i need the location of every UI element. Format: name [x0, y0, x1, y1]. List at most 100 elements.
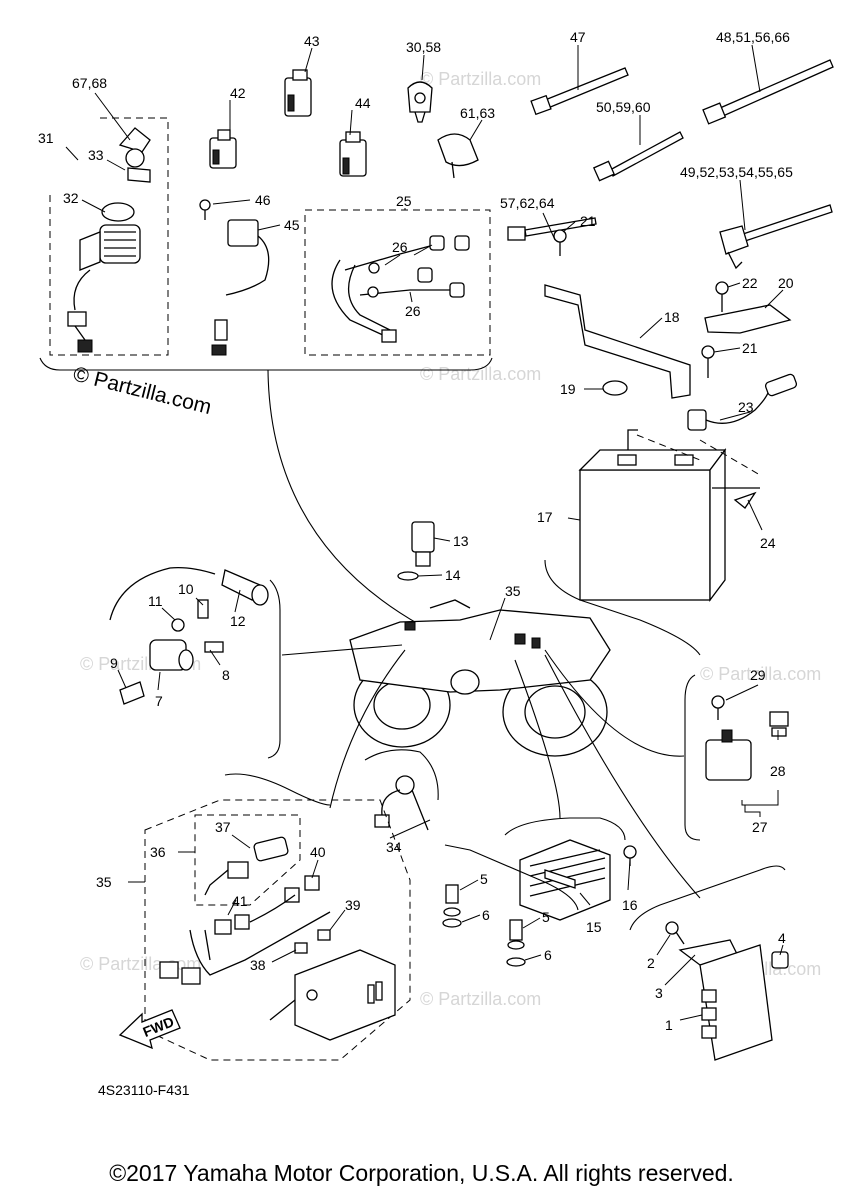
atv-body-icon: [349, 599, 611, 757]
callout-22: 22: [742, 275, 758, 291]
washer-6b-icon: [506, 957, 526, 967]
callout-6a: 6: [482, 907, 490, 923]
bolts-bracket: [444, 844, 579, 911]
callout-33: 33: [88, 147, 104, 163]
cable-tie-49-icon: [719, 204, 833, 270]
bolt-21a-icon: [553, 229, 567, 256]
callout-24: 24: [760, 535, 776, 551]
faint-watermark: © Partzilla.com: [420, 989, 541, 1009]
faint-watermark: © Partzilla.com: [420, 69, 541, 89]
callout-11: 11: [148, 593, 163, 609]
callout-40: 40: [310, 844, 326, 860]
connector-42-icon: [209, 129, 237, 169]
callout-23: 23: [738, 399, 754, 415]
cable-tie-50-icon: [592, 131, 684, 182]
fwd-arrow-icon: [118, 1009, 181, 1050]
sub-harness-25-icon: [331, 235, 470, 343]
callout-39: 39: [345, 897, 361, 913]
callout-42: 42: [230, 85, 246, 101]
ignition-coil-group-icon: [109, 566, 269, 705]
washer-6a-icon: [442, 918, 462, 928]
callout-17: 17: [537, 509, 553, 525]
callout-21b: 21: [742, 340, 758, 356]
callout-13: 13: [453, 533, 469, 549]
callout-41: 41: [232, 893, 248, 909]
callout-12: 12: [230, 613, 246, 629]
wire-harness-35-icon: [159, 836, 396, 1041]
callout-67-68: 67,68: [72, 75, 107, 91]
callout-8: 8: [222, 667, 230, 683]
callout-5a: 5: [480, 871, 488, 887]
connector-43-icon: [284, 69, 312, 117]
copyright-notice: ©2017 Yamaha Motor Corporation, U.S.A. A…: [109, 1160, 734, 1186]
faint-watermark: © Partzilla.com: [700, 664, 821, 684]
harness-group-bracket: [224, 773, 331, 806]
callout-48-51-56-66: 48,51,56,66: [716, 29, 790, 45]
minus-lead-24-icon: [712, 487, 760, 509]
callout-61-63: 61,63: [460, 105, 495, 121]
callout-29: 29: [750, 667, 766, 683]
top-group-bracket: [39, 357, 493, 626]
neutral-switch-34-icon: [374, 775, 429, 831]
sub-lead-36-box: [194, 814, 301, 906]
callout-44: 44: [355, 95, 371, 111]
battery-cable-23-icon: [687, 373, 798, 431]
connector-44-icon: [339, 131, 367, 177]
band-61-63-icon: [437, 133, 479, 179]
bolt-5b-icon: [507, 919, 525, 950]
callout-20: 20: [778, 275, 794, 291]
callout-15: 15: [586, 919, 602, 935]
battery-bracket-18-icon: [544, 284, 691, 399]
bolt-5a-icon: [443, 884, 461, 917]
callout-4: 4: [778, 930, 786, 946]
callout-25: 25: [396, 193, 412, 209]
callout-43: 43: [304, 33, 320, 49]
callout-16: 16: [622, 897, 638, 913]
callout-18: 18: [664, 309, 680, 325]
diagram-code: 4S23110-F431: [98, 1082, 190, 1098]
regulator-group-bracket: [504, 817, 626, 841]
callout-35a: 35: [505, 583, 521, 599]
cdi-unit-1-icon: [665, 921, 789, 1061]
callout-27: 27: [752, 819, 768, 835]
callout-6b: 6: [544, 947, 552, 963]
callout-19: 19: [560, 381, 576, 397]
relay-45-icon: [211, 219, 270, 356]
leader-lines: [65, 44, 784, 1021]
callout-35b: 35: [96, 874, 112, 890]
callout-38: 38: [250, 957, 266, 973]
main-switch-group-box: [49, 117, 169, 356]
callout-37: 37: [215, 819, 231, 835]
battery-hold-20-icon: [704, 304, 792, 334]
bolt-22-icon: [715, 281, 729, 312]
screw-46-icon: [199, 199, 211, 220]
key-icon: [118, 127, 151, 183]
callout-28: 28: [770, 763, 786, 779]
callout-26a: 26: [392, 239, 408, 255]
callout-47: 47: [570, 29, 586, 45]
callout-31: 31: [38, 130, 54, 146]
callout-9: 9: [110, 655, 118, 671]
callout-labels: 67,68 31 33 32 42 43 44 30,58 61,63 47 4…: [38, 29, 794, 1033]
callout-49-52-53-54-55-65: 49,52,53,54,55,65: [680, 164, 793, 180]
relay-group-bracket: [684, 674, 701, 841]
callout-30-58: 30,58: [406, 39, 441, 55]
callout-32: 32: [63, 190, 79, 206]
callout-34: 34: [386, 839, 402, 855]
callout-7: 7: [155, 693, 163, 709]
cable-tie-48-icon: [702, 59, 834, 125]
callout-2: 2: [647, 955, 655, 971]
callout-50-59-60: 50,59,60: [596, 99, 651, 115]
callout-36: 36: [150, 844, 166, 860]
clip-30-58-icon: [407, 81, 433, 123]
ignition-switch-icon: [67, 202, 141, 353]
neutral-group-bracket: [364, 749, 439, 801]
battery-17-icon: [578, 429, 761, 602]
starter-relay-group-icon: [705, 695, 789, 781]
bolt-21b-icon: [701, 345, 715, 378]
callout-5b: 5: [542, 909, 550, 925]
battery-group-bracket: [544, 559, 701, 656]
cable-tie-47-icon: [530, 67, 629, 116]
temp-sensor-13-icon: [411, 521, 435, 567]
